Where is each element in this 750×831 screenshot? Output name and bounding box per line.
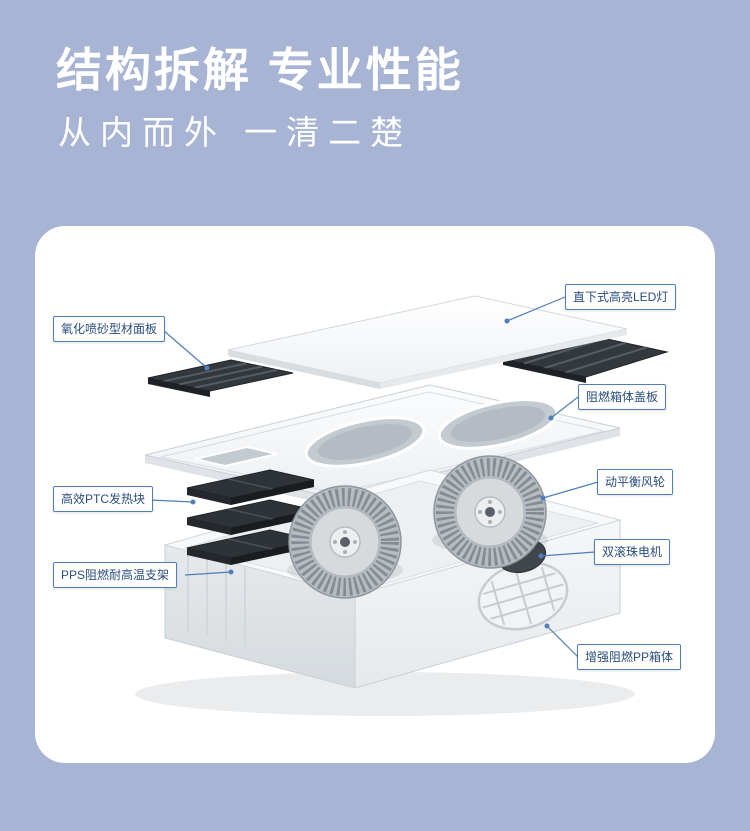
leader-bracket xyxy=(184,569,234,576)
page-subtitle: 从内而外 一清二楚 xyxy=(58,114,413,151)
label-led-light: 直下式高亮LED灯 xyxy=(565,284,677,310)
led-panel xyxy=(227,295,628,389)
leader-fan-wheel xyxy=(540,481,599,501)
label-bracket: PPS阻燃耐高温支架 xyxy=(53,562,178,588)
label-motor: 双滚珠电机 xyxy=(594,539,671,565)
right-vent-grille xyxy=(501,333,669,383)
label-fan-wheel: 动平衡风轮 xyxy=(597,469,674,495)
leader-cover-plate xyxy=(548,396,579,421)
cover-plate-fan-opening-left xyxy=(304,416,426,468)
label-box-body: 增强阻燃PP箱体 xyxy=(577,644,682,670)
leader-box-body xyxy=(544,623,579,658)
label-cover-plate: 阻燃箱体盖板 xyxy=(578,384,667,410)
leader-lines xyxy=(149,296,599,658)
left-vent-grille xyxy=(147,359,294,397)
leader-led-panel xyxy=(504,296,566,324)
page-title: 结构拆解 专业性能 xyxy=(56,44,464,96)
ptc-heater-stack xyxy=(186,469,315,565)
cover-plate-heater-slot xyxy=(194,445,278,468)
leader-ptc-heater xyxy=(149,499,196,505)
fan-wheel-right xyxy=(432,456,548,568)
leader-face-panel xyxy=(162,329,210,371)
product-diagram-card: 氧化喷砂型材面板 直下式高亮LED灯 阻燃箱体盖板 高效PTC发热块 动平衡风轮… xyxy=(35,226,715,763)
label-face-panel: 氧化喷砂型材面板 xyxy=(53,316,166,342)
cover-plate-fan-opening-right xyxy=(437,398,559,450)
exploded-view-diagram xyxy=(135,295,669,716)
fan-wheel-left xyxy=(287,486,403,598)
label-ptc-heater: 高效PTC发热块 xyxy=(53,486,154,512)
leader-motor xyxy=(538,551,596,559)
